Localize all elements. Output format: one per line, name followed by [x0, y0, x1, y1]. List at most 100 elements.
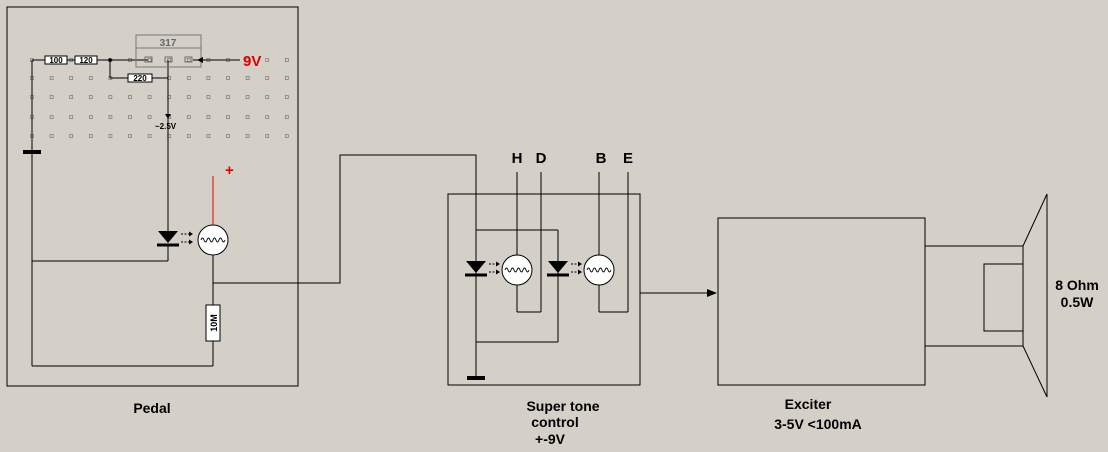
regulator-pin-2 [164, 56, 173, 63]
breadboard-dot [284, 95, 289, 99]
tone-light-arrow-2b-icon [578, 269, 582, 275]
r4-label: 10M [209, 314, 219, 332]
breadboard-dot [147, 58, 152, 62]
speaker-block: 8 Ohm 0.5W [925, 193, 1099, 398]
breadboard-dot [284, 58, 289, 62]
tone-label-line2: control [531, 414, 578, 430]
regulator-pin-3 [184, 56, 193, 63]
tone-label-line3: +-9V [535, 431, 566, 447]
breadboard-dot [49, 134, 54, 138]
breadboard-dot [245, 134, 250, 138]
tone-light-arrow-1b-icon [496, 269, 500, 275]
exciter-label-line1: Exciter [785, 396, 832, 412]
breadboard-dot [226, 95, 230, 99]
exciter-block: Exciter 3-5V <100mA [717, 217, 926, 432]
r3-label: 220 [133, 74, 147, 83]
breadboard-dot [69, 115, 74, 119]
breadboard-dot [128, 95, 132, 99]
breadboard-dot [226, 134, 230, 138]
breadboard-dot [186, 115, 191, 119]
exciter-box [717, 217, 926, 386]
light-arrow-2-icon [189, 239, 193, 245]
input-arrow-icon [197, 57, 203, 63]
terminal-e-label: E [623, 150, 633, 167]
breadboard-dot [265, 76, 270, 80]
breadboard-dot [245, 95, 250, 99]
breadboard-dot [265, 95, 270, 99]
breadboard-dot [147, 115, 152, 119]
breadboard-dot-grid [30, 58, 289, 138]
breadboard-dot [88, 95, 93, 99]
supply-label-9v: 9V [243, 53, 261, 70]
breadboard-dot [284, 76, 289, 80]
pedal-block: 100 120 220 317 9V ~2.5V [6, 6, 299, 416]
breadboard-dot [206, 95, 211, 99]
breadboard-dot [186, 134, 191, 138]
breadboard-dot [147, 134, 152, 138]
breadboard-dot [108, 95, 113, 99]
breadboard-dot [186, 58, 191, 62]
breadboard-dot [69, 76, 74, 80]
regulator-317 [135, 34, 202, 68]
regulator-pin-1 [144, 56, 153, 63]
tone-label-line1: Super tone [526, 398, 599, 414]
breadboard-dot [69, 95, 74, 99]
breadboard-dot [265, 58, 270, 62]
tone-led-2-icon [548, 261, 568, 273]
exciter-label-line2: 3-5V <100mA [774, 416, 862, 432]
breadboard-dot [226, 115, 230, 119]
tone-ldr-1-squiggle [504, 267, 530, 273]
tone-light-arrow-2a-icon [578, 261, 582, 267]
breadboard-dot [88, 115, 93, 119]
breadboard-dot [284, 115, 289, 119]
breadboard-dot [108, 134, 113, 138]
breadboard-dot [245, 76, 250, 80]
breadboard-dot [108, 115, 113, 119]
breadboard-dot [147, 95, 152, 99]
r1-label: 100 [49, 56, 63, 65]
breadboard-dot [206, 76, 211, 80]
tone-control-box [447, 193, 641, 386]
tone-control-block: H D B E [447, 150, 641, 447]
breadboard-dot [69, 134, 74, 138]
breadboard-dot [245, 115, 250, 119]
breadboard-dot [206, 115, 211, 119]
breadboard-dot [186, 95, 191, 99]
breadboard-dot [49, 76, 54, 80]
pedal-box [6, 6, 299, 387]
output-arrow-icon [165, 114, 171, 119]
speaker-label-line2: 0.5W [1061, 294, 1094, 310]
tone-light-arrow-1a-icon [496, 261, 500, 267]
breadboard-dot [226, 76, 230, 80]
plus-label: + [225, 162, 234, 179]
cable-pedal-to-tone [213, 154, 477, 284]
breadboard-dot [265, 115, 270, 119]
breadboard-dot [206, 134, 211, 138]
breadboard-dot [186, 76, 191, 80]
breadboard-dot [49, 115, 54, 119]
breadboard-dot [49, 95, 54, 99]
speaker-magnet [983, 263, 1024, 332]
breadboard-dot [245, 58, 250, 62]
tone-led-1-icon [466, 261, 486, 273]
voltage-label: ~2.5V [155, 122, 177, 131]
breadboard-dot [128, 115, 132, 119]
terminal-h-label: H [512, 150, 523, 167]
breadboard-dot [88, 76, 93, 80]
light-arrow-1-icon [189, 231, 193, 237]
breadboard-dot [128, 134, 132, 138]
led-triangle-icon [158, 231, 178, 243]
speaker-cone-icon [1022, 193, 1048, 398]
tone-ldr-2-squiggle [586, 267, 612, 273]
terminal-d-label: D [536, 150, 547, 167]
breadboard-dot [284, 134, 289, 138]
pedal-label: Pedal [133, 400, 170, 416]
ldr-squiggle [200, 237, 226, 243]
speaker-label-line1: 8 Ohm [1055, 277, 1099, 293]
r2-label: 120 [79, 56, 93, 65]
terminal-b-label: B [596, 150, 607, 167]
regulator-label: 317 [160, 38, 177, 49]
breadboard-dot [88, 134, 93, 138]
breadboard-dot [265, 134, 270, 138]
